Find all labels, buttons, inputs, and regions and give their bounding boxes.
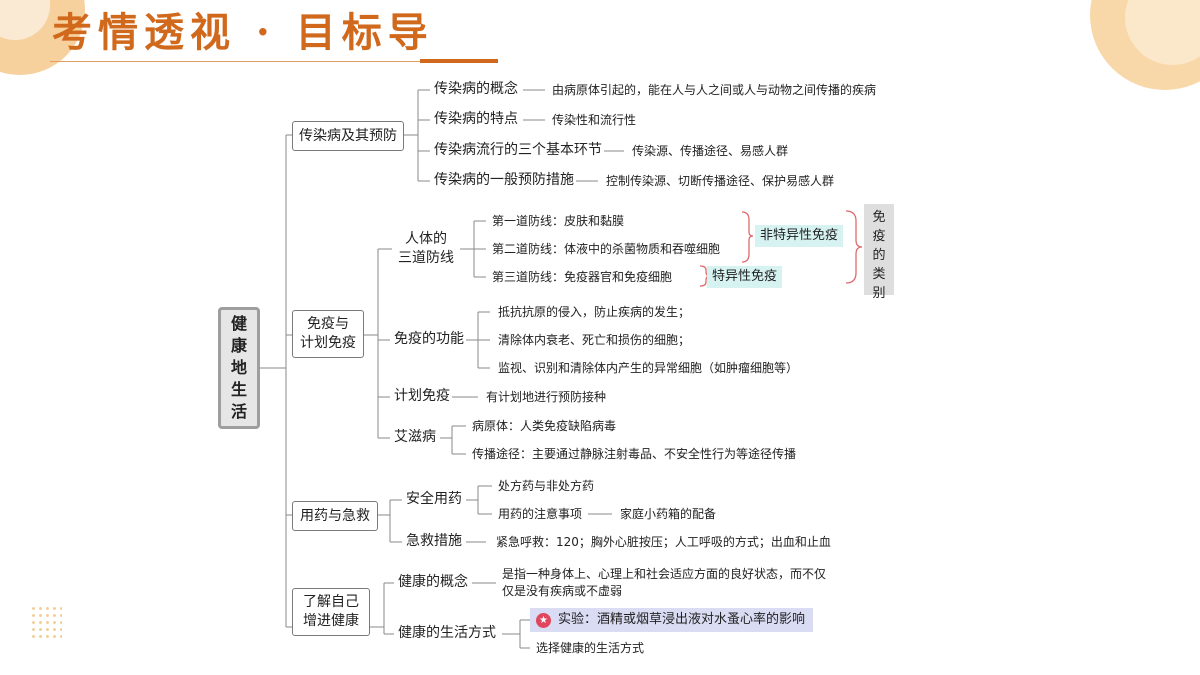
category-char-4: 类: [872, 267, 886, 282]
term-infectious-concept: 传染病的概念: [434, 81, 518, 97]
immunity-category-box: 免 疫 的 类 别: [864, 204, 894, 301]
branch-immunity[interactable]: 免疫与 计划免疫: [292, 310, 364, 358]
node-healthy-lifestyle: 健康的生活方式: [398, 625, 496, 641]
desc-planned-immunity: 有计划地进行预防接种: [486, 390, 607, 404]
term-three-links: 传染病流行的三个基本环节: [434, 142, 602, 158]
branch-infectious-disease[interactable]: 传染病及其预防: [292, 121, 404, 151]
defense-line-1: 第一道防线：皮肤和黏膜: [492, 214, 625, 228]
defense-line-3: 第三道防线：免疫器官和免疫细胞: [492, 270, 673, 284]
root-node[interactable]: 健 康 地 生 活: [218, 307, 260, 429]
term-prevention: 传染病的一般预防措施: [434, 172, 574, 188]
experiment-item[interactable]: ★ 实验：酒精或烟草浸出液对水蚤心率的影响: [530, 608, 814, 632]
dot-pattern: [30, 605, 62, 641]
function-item-3: 监视、识别和清除体内产生的异常细胞（如肿瘤细胞等）: [498, 361, 799, 375]
function-item-2: 清除体内衰老、死亡和损伤的细胞；: [498, 333, 691, 347]
branch-know-yourself[interactable]: 了解自己 增进健康: [292, 588, 370, 636]
node-aids: 艾滋病: [394, 429, 436, 445]
defense-line-2: 第二道防线：体液中的杀菌物质和吞噬细胞: [492, 242, 721, 256]
node-safe-medication: 安全用药: [406, 491, 462, 507]
page-title: 考情透视 · 目标导: [52, 9, 434, 56]
desc-infectious-traits: 传染性和流行性: [552, 113, 637, 127]
category-char-5: 别: [872, 286, 886, 301]
function-item-1: 抵抗抗原的侵入，防止疾病的发生；: [498, 305, 691, 319]
term-infectious-traits: 传染病的特点: [434, 111, 518, 127]
category-char-3: 的: [872, 248, 886, 263]
safe-item-medicine-kit: 家庭小药箱的配备: [620, 507, 717, 521]
safe-item-prescription: 处方药与非处方药: [498, 479, 595, 493]
node-planned-immunity: 计划免疫: [394, 388, 450, 404]
node-health-concept: 健康的概念: [398, 574, 468, 590]
node-three-defense-lines: 人体的 三道防线: [398, 231, 454, 266]
node-first-aid: 急救措施: [406, 533, 462, 549]
experiment-text: 实验：酒精或烟草浸出液对水蚤心率的影响: [558, 612, 806, 627]
node-immune-function: 免疫的功能: [394, 331, 464, 347]
title-accent-bar: [420, 59, 498, 63]
label-nonspecific-immunity: 非特异性免疫: [755, 225, 844, 247]
star-icon: ★: [536, 612, 551, 628]
label-specific-immunity: 特异性免疫: [707, 266, 783, 288]
category-char-1: 免: [872, 210, 886, 225]
desc-health-concept: 是指一种身体上、心理上和社会适应方面的良好状态，而不仅 仅是没有疾病或不虚弱: [502, 567, 827, 598]
category-char-2: 疫: [872, 229, 886, 244]
aids-pathogen: 病原体：人类免疫缺陷病毒: [472, 419, 617, 433]
branch-medicine-first-aid[interactable]: 用药与急救: [292, 501, 378, 531]
desc-three-links: 传染源、传播途径、易感人群: [632, 144, 789, 158]
title-underline: [50, 61, 460, 62]
desc-first-aid: 紧急呼救：120；胸外心脏按压；人工呼吸的方式；出血和止血: [496, 535, 831, 549]
desc-prevention: 控制传染源、切断传播途径、保护易感人群: [606, 174, 835, 188]
safe-item-precautions: 用药的注意事项: [498, 507, 583, 521]
lifestyle-choose: 选择健康的生活方式: [536, 641, 645, 655]
aids-transmission: 传播途径：主要通过静脉注射毒品、不安全性行为等途径传播: [472, 447, 797, 461]
desc-infectious-concept: 由病原体引起的，能在人与人之间或人与动物之间传播的疾病: [552, 83, 877, 97]
